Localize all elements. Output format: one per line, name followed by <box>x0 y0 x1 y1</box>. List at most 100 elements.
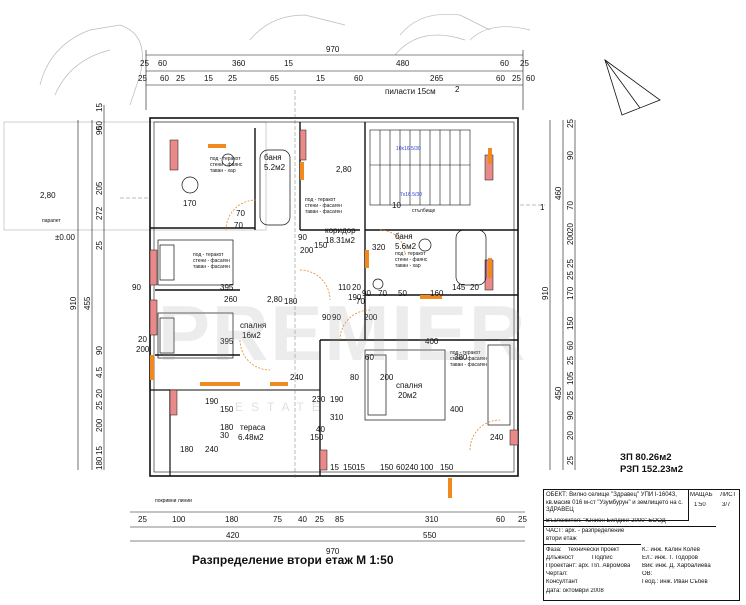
dimension-label: 10 <box>392 201 401 210</box>
stairwell-label: стълбище <box>412 208 436 214</box>
level-mark: 2,80 <box>336 165 352 174</box>
tb-person: Ел.: инж. Т. Тодоров <box>642 555 698 561</box>
dimension-label: 90 <box>298 233 307 242</box>
dimension-label: 25 <box>95 241 104 250</box>
tb-sheet: 3/7 <box>722 502 731 508</box>
dimension-label: 180 <box>225 515 239 524</box>
dimension-label: 70 <box>566 201 575 210</box>
dimension-label: 110 <box>338 283 351 292</box>
dimension-label: 395 <box>220 283 234 292</box>
dimension-label: 420 <box>226 531 240 540</box>
dimension-label: 30 <box>220 431 229 440</box>
dimension-label: 60 <box>566 341 575 350</box>
dimension-label: 200 <box>364 313 378 322</box>
dimension-label: 455 <box>83 296 92 310</box>
dimension-label: 25 <box>176 74 185 83</box>
dimension-label: 70 <box>236 209 245 218</box>
tb-position: Длъжност <box>546 555 574 561</box>
dimension-label: 550 <box>423 531 437 540</box>
tb-scale-label: МАЩАБ <box>690 492 713 498</box>
dimension-label: 25 <box>140 59 149 68</box>
dimension-label: 60 <box>354 74 363 83</box>
room-area: 5.6м2 <box>395 242 417 251</box>
tb-drafter: Чертал: <box>546 571 568 577</box>
dimension-label: 150 <box>380 463 394 472</box>
dimension-label: 50 <box>398 289 407 298</box>
finish-note: под - теракот <box>450 350 481 356</box>
tb-person: Геод.: инж. Иван Събев <box>642 579 708 585</box>
dimension-label: 380 <box>454 353 468 362</box>
watermark-subtitle: ESTATE <box>235 400 328 414</box>
tb-signature: Подпис <box>592 555 613 561</box>
room-name: тераса <box>240 423 266 432</box>
dimension-label: 150 <box>314 241 328 250</box>
tb-phase: технически проект <box>568 547 620 553</box>
dimension-label: 60 <box>500 59 509 68</box>
room-labels: баня 5.2м2 коридор 18.31м2 баня 5.6м2 сп… <box>238 153 422 442</box>
dimension-label: 105 <box>566 371 575 385</box>
finish-note: таван - фасаген <box>193 264 230 270</box>
north-arrow-icon <box>604 58 661 116</box>
dimension-label: 180 <box>95 456 104 470</box>
room-area: 16м2 <box>242 331 261 340</box>
tb-person: К.: инж. Калин Колев <box>642 547 700 553</box>
dimension-label: 15 <box>356 463 365 472</box>
dimension-label: 360 <box>232 59 246 68</box>
tb-phase-label: Фаза: <box>546 547 562 553</box>
dimension-label: 60 <box>160 74 169 83</box>
dimension-label: 60 <box>365 353 374 362</box>
finish-note: стени - фаянс <box>210 162 243 168</box>
dimension-label: 40 <box>298 515 307 524</box>
dimension-label: 15 <box>330 463 339 472</box>
parapet-label: парапет <box>42 218 61 224</box>
dimension-label: 170 <box>183 199 197 208</box>
dimension-label: 970 <box>326 547 340 556</box>
dimension-label: 200 <box>136 345 150 354</box>
dimension-label: 180 <box>180 445 194 454</box>
dimension-label: 205 <box>95 181 104 195</box>
dimension-label: 100 <box>172 515 186 524</box>
finish-note: под - теракот <box>395 251 426 257</box>
finish-note: стени - фасаген <box>193 258 230 264</box>
dimension-label: 25 <box>512 74 521 83</box>
dimension-label: 25 <box>315 515 324 524</box>
dimension-label: 260 <box>224 295 238 304</box>
dimension-label: 60 <box>526 74 535 83</box>
dimension-label: 20 <box>352 283 361 292</box>
room-area: 18.31м2 <box>325 236 356 245</box>
dimension-label: 15 <box>204 74 213 83</box>
level-mark: 2,80 <box>267 295 283 304</box>
dimension-label: 320 <box>372 243 386 252</box>
dimension-label: 190 <box>330 395 344 404</box>
window-markers <box>150 144 492 498</box>
finish-notes: под - теракот стени - фаянс таван - хар … <box>193 156 487 368</box>
dimension-label: 65 <box>270 74 279 83</box>
room-name: спалня <box>240 321 266 330</box>
background-car-sketch <box>3 13 531 231</box>
axis-marker: 1 <box>540 203 545 212</box>
dimension-label: 20 <box>566 223 575 232</box>
dimension-label: 272 <box>95 206 104 220</box>
gross-floor-area: РЗП 152.23м2 <box>620 464 683 475</box>
dimension-label: 230 <box>312 395 326 404</box>
dimension-label: 20 <box>566 431 575 440</box>
right-dimension-lines <box>549 120 576 470</box>
dimension-label: 910 <box>69 296 78 310</box>
tb-part: ЧАСТ: арх. - разпределение втори етаж <box>544 528 641 545</box>
dimension-label: 200 <box>566 231 575 245</box>
dimension-label: 70 <box>356 297 365 306</box>
dimension-label: 200 <box>300 246 314 255</box>
axis-marker: 2 <box>455 85 460 94</box>
dimension-label: 4.5 <box>95 366 104 378</box>
dimension-label: 25 <box>138 515 147 524</box>
dimension-label: 15 <box>95 446 104 455</box>
finish-note: под - теракот <box>210 156 241 162</box>
dimension-label: 90 <box>566 411 575 420</box>
dimension-label: 150 <box>343 463 357 472</box>
finish-note: под - теракот <box>305 197 336 203</box>
finish-note: под - теракот <box>193 252 224 258</box>
dimension-label: 240 <box>490 433 504 442</box>
outer-walls <box>149 117 519 477</box>
